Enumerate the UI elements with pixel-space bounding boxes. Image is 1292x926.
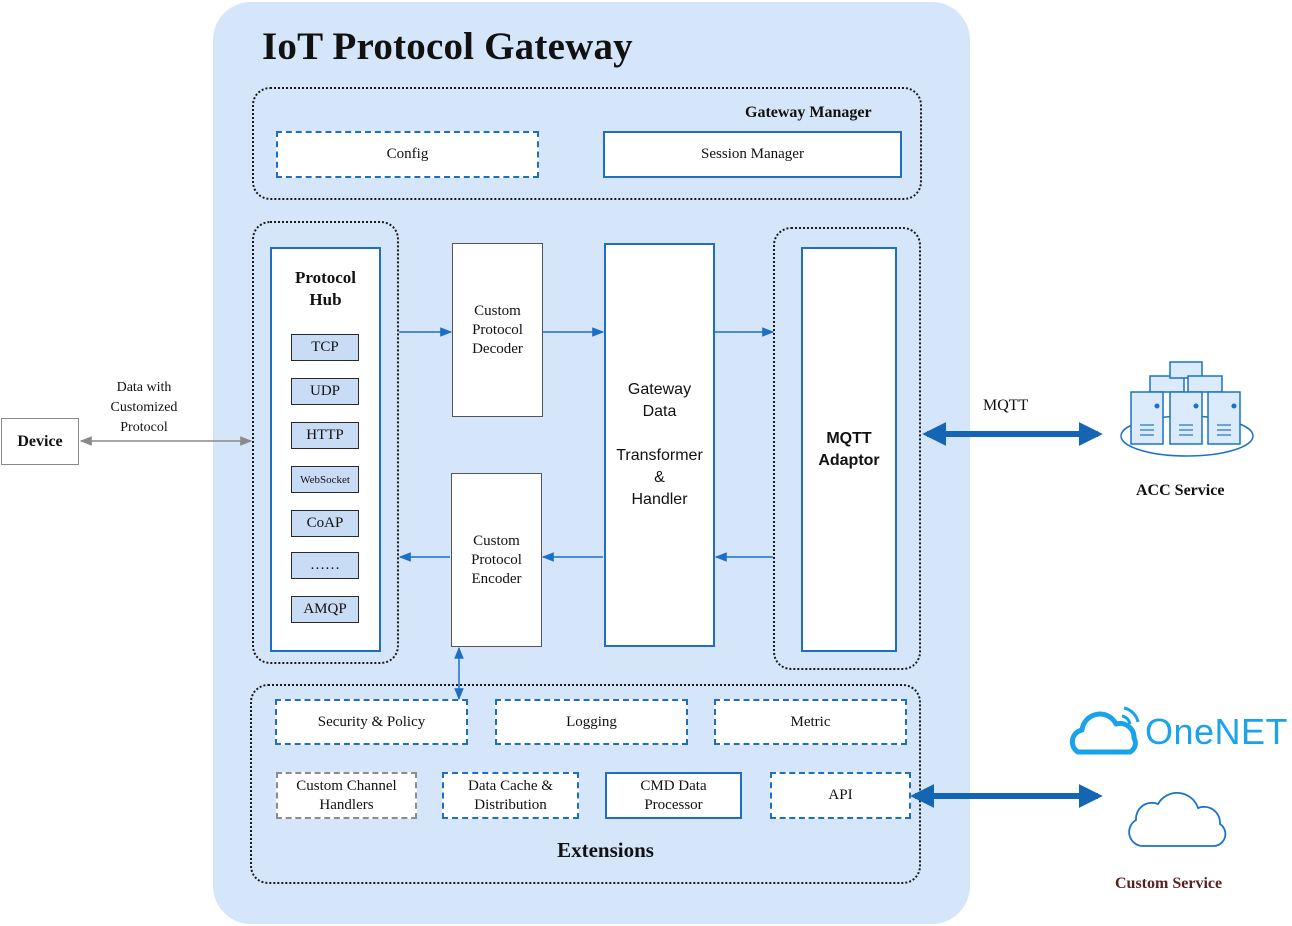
- page-title: IoT Protocol Gateway: [262, 25, 633, 68]
- custom-service-label: Custom Service: [1115, 875, 1223, 892]
- custom-protocol-decoder[interactable]: Custom Protocol Decoder: [452, 243, 543, 417]
- encoder-line2: Protocol: [471, 551, 522, 568]
- api-box[interactable]: API: [770, 772, 911, 819]
- mqtt-adaptor-box[interactable]: MQTT Adaptor: [801, 247, 897, 652]
- transformer-line1: Gateway: [627, 381, 692, 398]
- metric-box[interactable]: Metric: [714, 699, 907, 745]
- transformer-line3: Transformer: [616, 447, 703, 464]
- cmd-line2: Processor: [644, 796, 703, 813]
- onenet-logo-text: OneNET: [1145, 711, 1289, 752]
- config-box[interactable]: Config: [276, 131, 539, 178]
- security-policy-label: Security & Policy: [317, 713, 426, 730]
- data-cache-distribution-box[interactable]: Data Cache & Distribution: [442, 772, 579, 819]
- device-link-line3: Protocol: [120, 420, 168, 435]
- gateway-manager-group: [252, 87, 922, 200]
- logging-box[interactable]: Logging: [495, 699, 688, 745]
- decoder-line3: Decoder: [472, 340, 523, 357]
- device-link-line2: Customized: [110, 400, 178, 415]
- mqtt-link-label: MQTT: [983, 397, 1029, 414]
- encoder-line1: Custom: [473, 532, 520, 549]
- decoder-line2: Protocol: [472, 321, 523, 338]
- protocol-hub-title: Protocol Hub: [270, 267, 381, 311]
- device-box[interactable]: Device: [1, 418, 79, 465]
- protocol-udp[interactable]: UDP: [291, 378, 359, 405]
- protocol-more[interactable]: ……: [291, 552, 359, 579]
- device-label: Device: [17, 432, 63, 450]
- metric-label: Metric: [790, 713, 831, 730]
- server-cluster-icon: [1120, 361, 1254, 457]
- logging-label: Logging: [566, 713, 617, 730]
- encoder-line3: Encoder: [471, 570, 522, 587]
- protocol-hub-title-line1: Protocol: [294, 268, 357, 287]
- config-label: Config: [386, 146, 429, 162]
- protocol-hub-box[interactable]: [270, 247, 381, 652]
- protocol-hub-title-line2: Hub: [309, 290, 342, 309]
- protocol-websocket[interactable]: WebSocket: [291, 466, 359, 493]
- mqtt-adaptor-line2: Adaptor: [818, 451, 880, 469]
- decoder-line1: Custom: [474, 302, 521, 319]
- session-manager-box[interactable]: Session Manager: [603, 131, 902, 178]
- protocol-http[interactable]: HTTP: [291, 422, 359, 449]
- transformer-line4: &: [654, 469, 665, 486]
- session-manager-label: Session Manager: [701, 146, 804, 162]
- api-label: API: [828, 787, 853, 803]
- mqtt-adaptor-line1: MQTT: [826, 429, 872, 447]
- device-link-line1: Data with: [116, 380, 172, 395]
- transformer-line2: Data: [642, 403, 677, 420]
- protocol-hub-group: [252, 221, 399, 664]
- custom-channel-line2: Handlers: [319, 796, 374, 813]
- gateway-manager-label: Gateway Manager: [745, 104, 872, 121]
- gateway-data-transformer[interactable]: Gateway Data Transformer & Handler: [604, 243, 715, 647]
- acc-service-label: ACC Service: [1136, 482, 1225, 499]
- cloud-icon: [1128, 792, 1227, 847]
- transformer-line5: Handler: [631, 491, 688, 508]
- device-link-label: Data with Customized Protocol: [94, 378, 194, 438]
- custom-channel-handlers-box[interactable]: Custom Channel Handlers: [276, 772, 417, 819]
- custom-protocol-encoder[interactable]: Custom Protocol Encoder: [451, 473, 542, 647]
- data-cache-line1: Data Cache &: [468, 777, 553, 794]
- protocol-amqp[interactable]: AMQP: [291, 596, 359, 623]
- cmd-line1: CMD Data: [640, 777, 707, 794]
- extensions-label: Extensions: [557, 838, 654, 862]
- protocol-coap[interactable]: CoAP: [291, 510, 359, 537]
- custom-channel-line1: Custom Channel: [296, 777, 397, 794]
- protocol-tcp[interactable]: TCP: [291, 334, 359, 361]
- mqtt-adaptor-group: [773, 227, 921, 670]
- onenet-cloud-logo-icon: [1069, 706, 1140, 755]
- data-cache-line2: Distribution: [474, 796, 547, 813]
- cmd-data-processor-box[interactable]: CMD Data Processor: [605, 772, 742, 819]
- security-policy-box[interactable]: Security & Policy: [275, 699, 468, 745]
